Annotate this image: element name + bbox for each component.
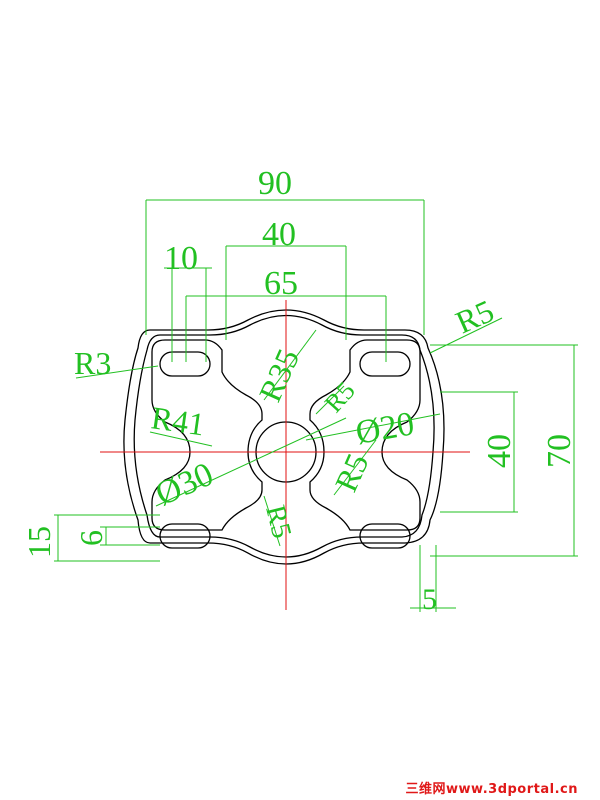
dim-label-90: 90 <box>258 165 292 202</box>
leader-r5-right <box>333 439 377 496</box>
pocket-frame-right <box>309 339 421 531</box>
dim-label-dia20: Ø20 <box>353 405 417 452</box>
dim-label-r5-small: R5 <box>319 376 361 418</box>
dim-label-6: 6 <box>73 530 109 546</box>
dim-label-r5-bottom: R5 <box>259 502 297 541</box>
dim-label-r5-top: R5 <box>450 292 499 340</box>
leader-r35 <box>263 329 317 401</box>
outer-contour <box>123 309 445 565</box>
dim-label-65: 65 <box>264 265 298 302</box>
center-lines <box>100 300 470 610</box>
dim-label-r5-right: R5 <box>328 448 376 497</box>
dim-label-40: 40 <box>262 216 296 253</box>
dim-label-r3: R3 <box>74 345 111 381</box>
dim-label-15: 15 <box>21 526 57 558</box>
watermark: 三维网www.3dportal.cn <box>405 782 578 797</box>
leader-r41 <box>149 431 213 447</box>
slot-top-right <box>359 351 411 377</box>
dim-label-70: 70 <box>541 434 578 468</box>
slot-top-left <box>159 351 211 377</box>
dim-label-dia30: Ø30 <box>150 456 219 514</box>
leader-dia30 <box>155 417 347 507</box>
slot-bottom-left <box>159 523 211 549</box>
dim-label-r35: R35 <box>252 343 307 406</box>
leader-r5-top <box>429 317 503 354</box>
leader-r3 <box>75 365 159 379</box>
dim-label-r41: R41 <box>149 399 207 442</box>
slot-bottom-right <box>359 523 411 549</box>
dim-label-40-vertical: 40 <box>481 434 518 468</box>
inner-contour <box>133 314 435 558</box>
dimension-labels: 90 40 10 65 R5 R3 R35 R41 R5 Ø20 Ø30 R5 … <box>21 165 578 616</box>
dim-label-10: 10 <box>164 240 198 277</box>
dim-label-5: 5 <box>422 583 437 616</box>
leader-r5-bottom <box>263 495 281 547</box>
leader-r5-small <box>315 385 345 415</box>
leader-dia20 <box>305 413 441 441</box>
pocket-frame <box>151 339 263 531</box>
dimension-lines <box>54 199 578 612</box>
